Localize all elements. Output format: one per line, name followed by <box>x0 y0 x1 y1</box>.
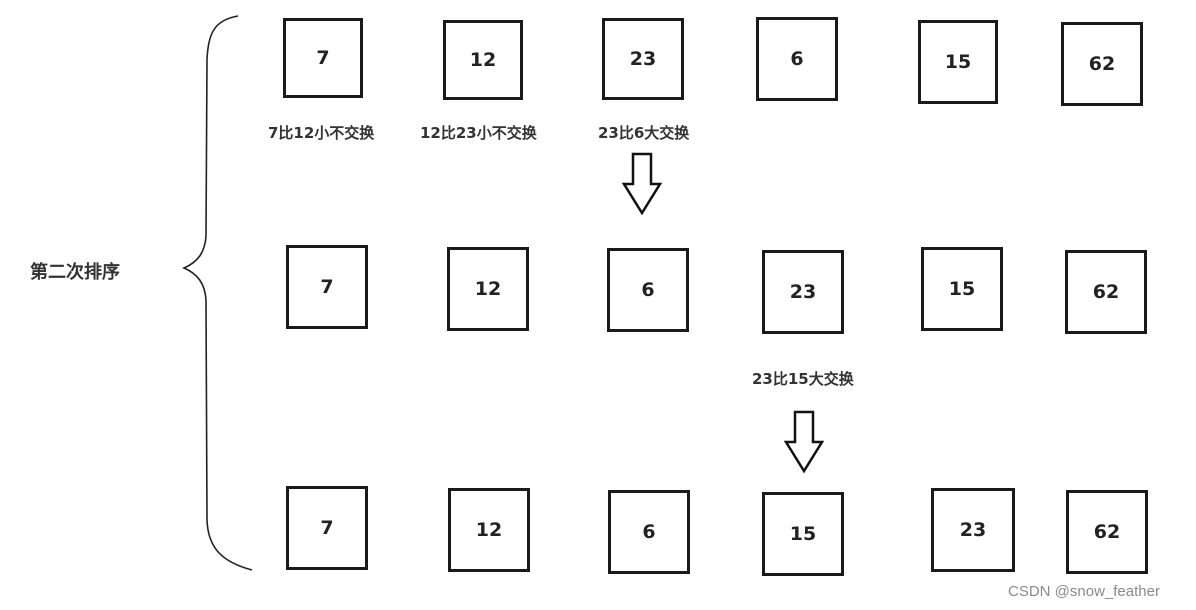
row1-box-2: 12 <box>443 20 523 100</box>
row1-box-4: 6 <box>756 17 838 101</box>
arrow-down-1 <box>621 152 663 216</box>
row2-box-3: 6 <box>607 248 689 332</box>
curly-brace <box>181 15 253 571</box>
row3-box-2: 12 <box>448 488 530 572</box>
row2-box-4: 23 <box>762 250 844 334</box>
arrow-down-2 <box>783 410 825 474</box>
row3-box-3: 6 <box>608 490 690 574</box>
row2-box-5: 15 <box>921 247 1003 331</box>
pass-label: 第二次排序 <box>30 262 120 283</box>
row3-box-6: 62 <box>1066 490 1148 574</box>
row3-box-1: 7 <box>286 486 368 570</box>
row1-box-6: 62 <box>1061 22 1143 106</box>
row1-box-5: 15 <box>918 20 998 104</box>
row3-box-4: 15 <box>762 492 844 576</box>
compare-note-4: 23比15大交换 <box>752 370 854 388</box>
row2-box-6: 62 <box>1065 250 1147 334</box>
row3-box-5: 23 <box>931 488 1015 572</box>
watermark: CSDN @snow_feather <box>1008 583 1160 600</box>
row1-box-1: 7 <box>283 18 363 98</box>
compare-note-2: 12比23小不交换 <box>420 124 537 142</box>
compare-note-1: 7比12小不交换 <box>268 124 375 142</box>
row1-box-3: 23 <box>602 18 684 100</box>
row2-box-1: 7 <box>286 245 368 329</box>
row2-box-2: 12 <box>447 247 529 331</box>
compare-note-3: 23比6大交换 <box>598 124 690 142</box>
